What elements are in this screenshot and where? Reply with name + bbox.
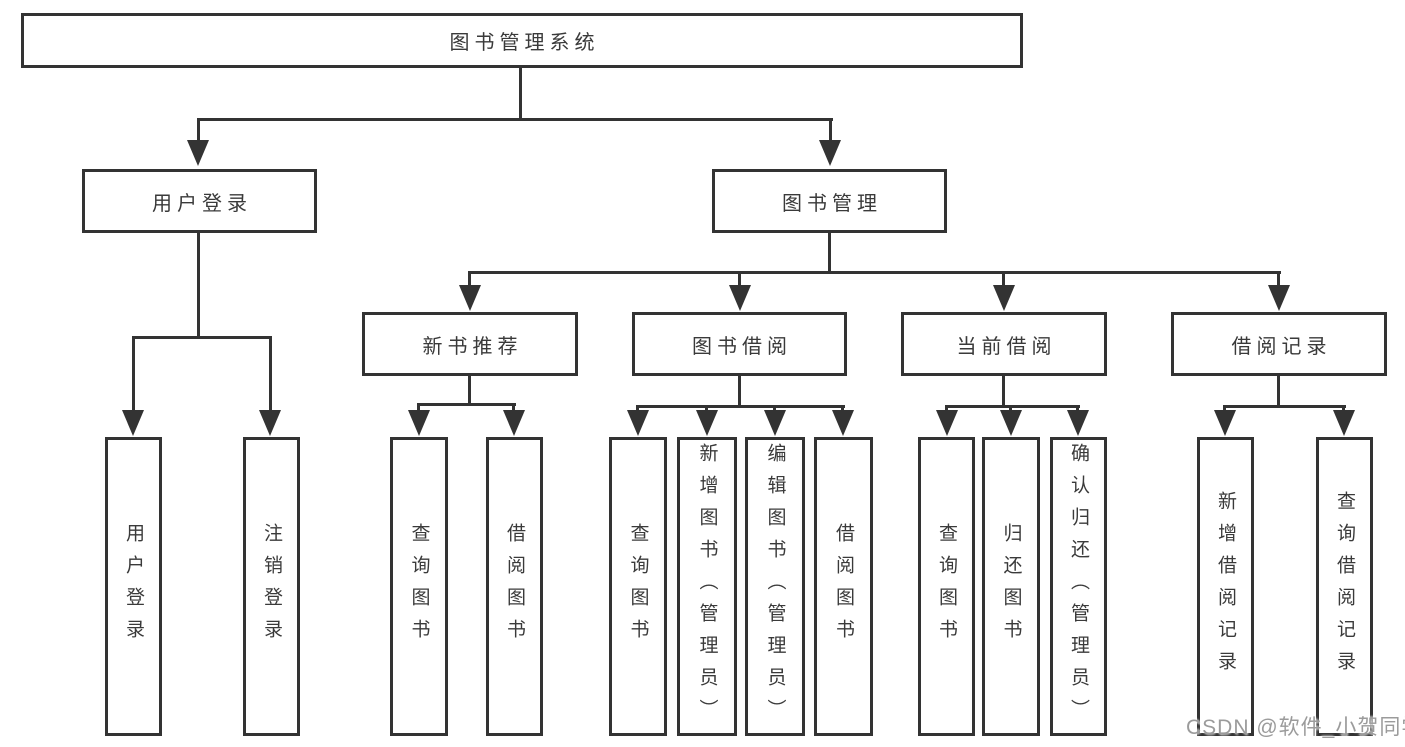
arrow-down-icon xyxy=(1067,410,1089,436)
leaf-label: 查询图书 xyxy=(627,522,649,651)
arrow-down-icon xyxy=(1000,410,1022,436)
leaf-query-books-recommend: 查询图书 xyxy=(390,437,448,736)
csdn-watermark: CSDN @软件_小贺同学 xyxy=(1186,716,1405,739)
leaf-borrow-books-borrow: 借阅图书 xyxy=(814,437,873,736)
connector-user-login-stem xyxy=(197,233,200,336)
leaf-add-book-admin: 新增图书（管理员） xyxy=(677,437,737,736)
connector-borrow-records-distributor xyxy=(1223,405,1346,408)
node-new-book-recommend-label: 新书推荐 xyxy=(422,335,523,358)
leaf-label: 归还图书 xyxy=(1000,522,1022,651)
arrow-down-icon xyxy=(187,140,209,166)
leaf-label: 新增图书（管理员） xyxy=(696,442,718,731)
connector-book-management-stem xyxy=(828,233,831,272)
node-book-borrow: 图书借阅 xyxy=(632,312,847,376)
leaf-label: 查询图书 xyxy=(408,522,430,651)
connector-root-distributor xyxy=(197,118,833,121)
arrow-down-icon xyxy=(819,140,841,166)
arrow-down-icon xyxy=(627,410,649,436)
leaf-query-books-current: 查询图书 xyxy=(918,437,975,736)
connector-to-new-book xyxy=(468,274,471,286)
connector-book-borrow-stem xyxy=(738,376,741,405)
leaf-label: 编辑图书（管理员） xyxy=(764,442,786,731)
connector-new-book-stem xyxy=(468,376,471,403)
arrow-down-icon xyxy=(408,410,430,436)
connector-leaf-stub xyxy=(417,406,420,412)
leaf-edit-book-admin: 编辑图书（管理员） xyxy=(745,437,805,736)
leaf-label: 注销登录 xyxy=(261,522,282,651)
node-book-borrow-label: 图书借阅 xyxy=(692,335,792,358)
connector-borrow-records-stem xyxy=(1277,376,1280,405)
connector-new-book-distributor xyxy=(417,403,516,406)
leaf-label: 新增借阅记录 xyxy=(1215,490,1236,683)
connector-user-login-distributor xyxy=(132,336,272,339)
connector-current-borrow-distributor xyxy=(945,405,1080,408)
leaf-label: 查询借阅记录 xyxy=(1334,490,1355,683)
connector-to-leaf-logout xyxy=(269,339,272,411)
connector-to-book-management xyxy=(829,121,832,142)
leaf-return-book: 归还图书 xyxy=(982,437,1040,736)
arrow-down-icon xyxy=(1214,410,1236,436)
node-new-book-recommend: 新书推荐 xyxy=(362,312,578,376)
connector-to-leaf-user-login xyxy=(132,339,135,411)
connector-to-user-login xyxy=(197,121,200,142)
node-borrow-records-label: 借阅记录 xyxy=(1231,335,1332,358)
node-book-management-label: 图书管理 xyxy=(782,192,882,215)
leaf-user-login: 用户登录 xyxy=(105,437,162,736)
connector-leaf-stub xyxy=(512,406,515,412)
leaf-label: 确认归还（管理员） xyxy=(1068,442,1089,731)
node-current-borrow: 当前借阅 xyxy=(901,312,1107,376)
arrow-down-icon xyxy=(1268,285,1290,311)
node-root-label: 图书管理系统 xyxy=(449,32,600,54)
arrow-down-icon xyxy=(1333,410,1355,436)
arrow-down-icon xyxy=(993,285,1015,311)
arrow-down-icon xyxy=(696,410,718,436)
leaf-borrow-books-recommend: 借阅图书 xyxy=(486,437,543,736)
connector-book-management-distributor xyxy=(468,271,1281,274)
leaf-label: 借阅图书 xyxy=(833,522,854,651)
node-user-login-label: 用户登录 xyxy=(152,192,252,215)
connector-book-borrow-distributor xyxy=(636,405,845,408)
node-borrow-records: 借阅记录 xyxy=(1171,312,1387,376)
leaf-label: 用户登录 xyxy=(123,522,144,651)
connector-to-current-borrow xyxy=(1002,274,1005,286)
node-root: 图书管理系统 xyxy=(21,13,1023,68)
leaf-logout: 注销登录 xyxy=(243,437,300,736)
arrow-down-icon xyxy=(459,285,481,311)
arrow-down-icon xyxy=(729,285,751,311)
leaf-confirm-return-admin: 确认归还（管理员） xyxy=(1050,437,1107,736)
arrow-down-icon xyxy=(503,410,525,436)
connector-current-borrow-stem xyxy=(1002,376,1005,405)
leaf-query-books-borrow: 查询图书 xyxy=(609,437,667,736)
connector-to-borrow-records xyxy=(1277,274,1280,286)
node-current-borrow-label: 当前借阅 xyxy=(956,335,1057,358)
arrow-down-icon xyxy=(936,410,958,436)
arrow-down-icon xyxy=(832,410,854,436)
arrow-down-icon xyxy=(122,410,144,436)
leaf-label: 借阅图书 xyxy=(504,522,525,651)
connector-to-book-borrow xyxy=(738,274,741,286)
leaf-query-borrow-record: 查询借阅记录 xyxy=(1316,437,1373,736)
arrow-down-icon xyxy=(259,410,281,436)
node-book-management: 图书管理 xyxy=(712,169,947,233)
connector-root-stem xyxy=(519,68,522,118)
node-user-login: 用户登录 xyxy=(82,169,317,233)
leaf-label: 查询图书 xyxy=(936,522,957,651)
arrow-down-icon xyxy=(764,410,786,436)
leaf-add-borrow-record: 新增借阅记录 xyxy=(1197,437,1254,736)
